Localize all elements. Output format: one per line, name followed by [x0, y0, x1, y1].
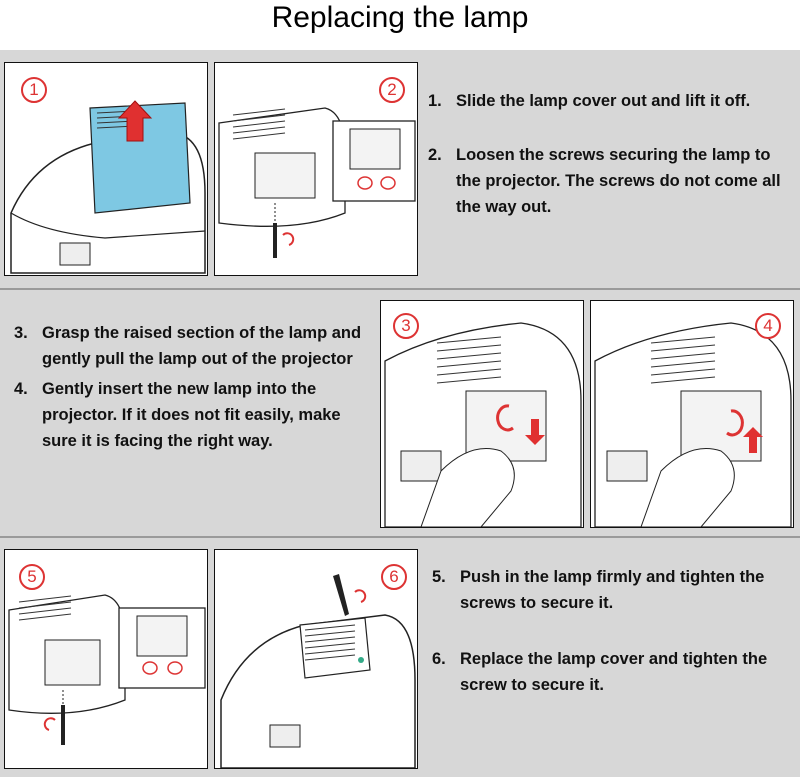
- step-text: Loosen the screws securing the lamp to t…: [456, 146, 781, 216]
- step-number: 6.: [432, 646, 446, 672]
- step-number: 4.: [14, 376, 28, 402]
- instruction-step: 4. Gently insert the new lamp into the p…: [14, 376, 376, 454]
- step-text: Push in the lamp firmly and tighten the …: [460, 568, 764, 612]
- step-badge: 6: [381, 564, 407, 590]
- step-text: Gently insert the new lamp into the proj…: [42, 380, 341, 450]
- instruction-step: 6. Replace the lamp cover and tighten th…: [432, 646, 796, 698]
- screwdriver-icon: [273, 223, 277, 258]
- instruction-step: 5. Push in the lamp firmly and tighten t…: [432, 564, 796, 616]
- instruction-step: 2. Loosen the screws securing the lamp t…: [428, 142, 796, 220]
- step-badge: 2: [379, 77, 405, 103]
- step-4-illustration: 4: [590, 300, 794, 528]
- step-text: Replace the lamp cover and tighten the s…: [460, 650, 767, 694]
- instructions-1-2: 1. Slide the lamp cover out and lift it …: [428, 88, 796, 220]
- step-text: Grasp the raised section of the lamp and…: [42, 324, 361, 368]
- page-title: Replacing the lamp: [0, 0, 800, 48]
- step-number: 2.: [428, 142, 442, 168]
- step-number: 1.: [428, 88, 442, 114]
- instruction-step: 1. Slide the lamp cover out and lift it …: [428, 88, 796, 114]
- screwdriver-icon: [333, 574, 349, 616]
- step-number: 5.: [432, 564, 446, 590]
- step-1-illustration: 1: [4, 62, 208, 276]
- step-badge: 4: [755, 313, 781, 339]
- step-badge: 1: [21, 77, 47, 103]
- step-badge: 5: [19, 564, 45, 590]
- step-badge: 3: [393, 313, 419, 339]
- instructions-5-6: 5. Push in the lamp firmly and tighten t…: [432, 564, 796, 698]
- step-text: Slide the lamp cover out and lift it off…: [456, 92, 750, 110]
- screwdriver-icon: [61, 705, 65, 745]
- step-6-illustration: 6: [214, 549, 418, 769]
- step-3-illustration: 3: [380, 300, 584, 528]
- step-5-illustration: 5: [4, 549, 208, 769]
- instructions-3-4: 3. Grasp the raised section of the lamp …: [14, 320, 376, 454]
- instruction-step: 3. Grasp the raised section of the lamp …: [14, 320, 376, 372]
- step-number: 3.: [14, 320, 28, 346]
- step-2-illustration: 2: [214, 62, 418, 276]
